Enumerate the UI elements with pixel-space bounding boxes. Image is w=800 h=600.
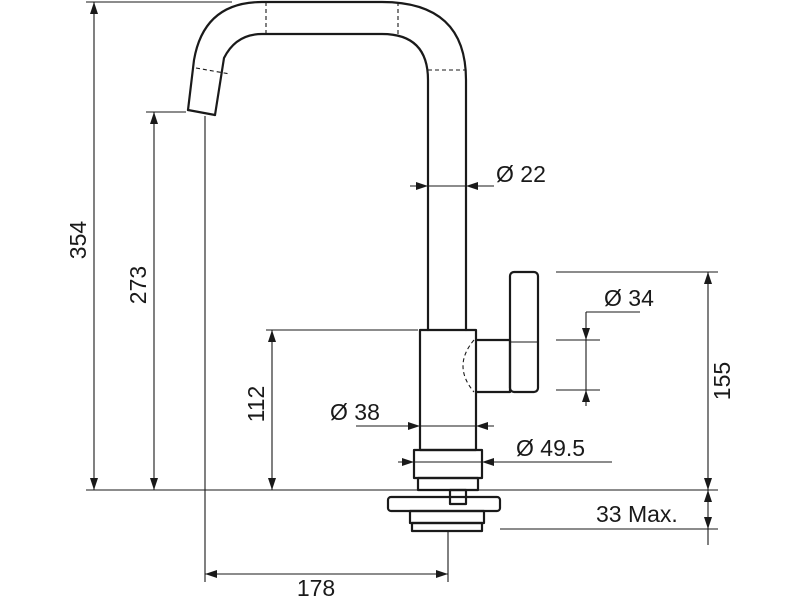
- arrow: [268, 330, 276, 342]
- spout-tube-outer: [186, 0, 468, 332]
- arrow: [402, 458, 414, 466]
- dim-label-outlet-height: 273: [125, 266, 151, 304]
- arrow: [408, 422, 420, 430]
- faucet-base: [416, 476, 480, 492]
- spout-section-line: [195, 67, 231, 75]
- handle-cartridge: [474, 338, 512, 394]
- handle-joint-dashed: [462, 339, 475, 393]
- dim-label-overall-height: 354: [65, 221, 91, 260]
- faucet-base-ring: [412, 448, 484, 480]
- dimension-labels: 354 273 112 155 Ø 22 Ø 34 Ø 38 Ø 49.5 33…: [65, 161, 735, 600]
- lever-handle: [508, 270, 540, 394]
- arrow: [150, 478, 158, 490]
- dim-label-base-diameter: Ø 49.5: [516, 435, 585, 461]
- arrow: [704, 490, 712, 502]
- spout-tube: [213, 32, 430, 332]
- arrow: [476, 422, 488, 430]
- dim-label-body-diameter: Ø 38: [330, 399, 380, 425]
- arrow: [90, 478, 98, 490]
- arrow: [150, 112, 158, 124]
- arrow: [482, 458, 494, 466]
- dimension-lines: [90, 2, 712, 578]
- dim-label-handle-height: 112: [243, 386, 269, 423]
- arrow: [416, 182, 428, 190]
- dim-label-lever-height: 155: [709, 362, 735, 400]
- arrow: [704, 478, 712, 490]
- mounting-nut: [408, 509, 486, 525]
- mounting-plate: [386, 495, 502, 513]
- arrow: [268, 478, 276, 490]
- dim-label-spout-reach: 178: [297, 575, 335, 600]
- arrow: [704, 272, 712, 284]
- arrow: [704, 517, 712, 529]
- arrow: [582, 328, 590, 340]
- faucet-body: [418, 328, 478, 452]
- arrow: [90, 2, 98, 14]
- mounting-washer: [410, 521, 484, 533]
- arrow: [436, 570, 448, 578]
- arrow: [205, 570, 217, 578]
- dim-label-handle-diameter: Ø 34: [604, 285, 654, 311]
- dim-label-spout-diameter: Ø 22: [496, 161, 546, 187]
- extension-lines: [86, 1, 718, 582]
- arrow: [466, 182, 478, 190]
- arrow: [582, 390, 590, 402]
- faucet-outline: [186, 0, 540, 533]
- dim-label-mounting-depth: 33 Max.: [596, 501, 678, 527]
- spout-outlet: [186, 108, 217, 117]
